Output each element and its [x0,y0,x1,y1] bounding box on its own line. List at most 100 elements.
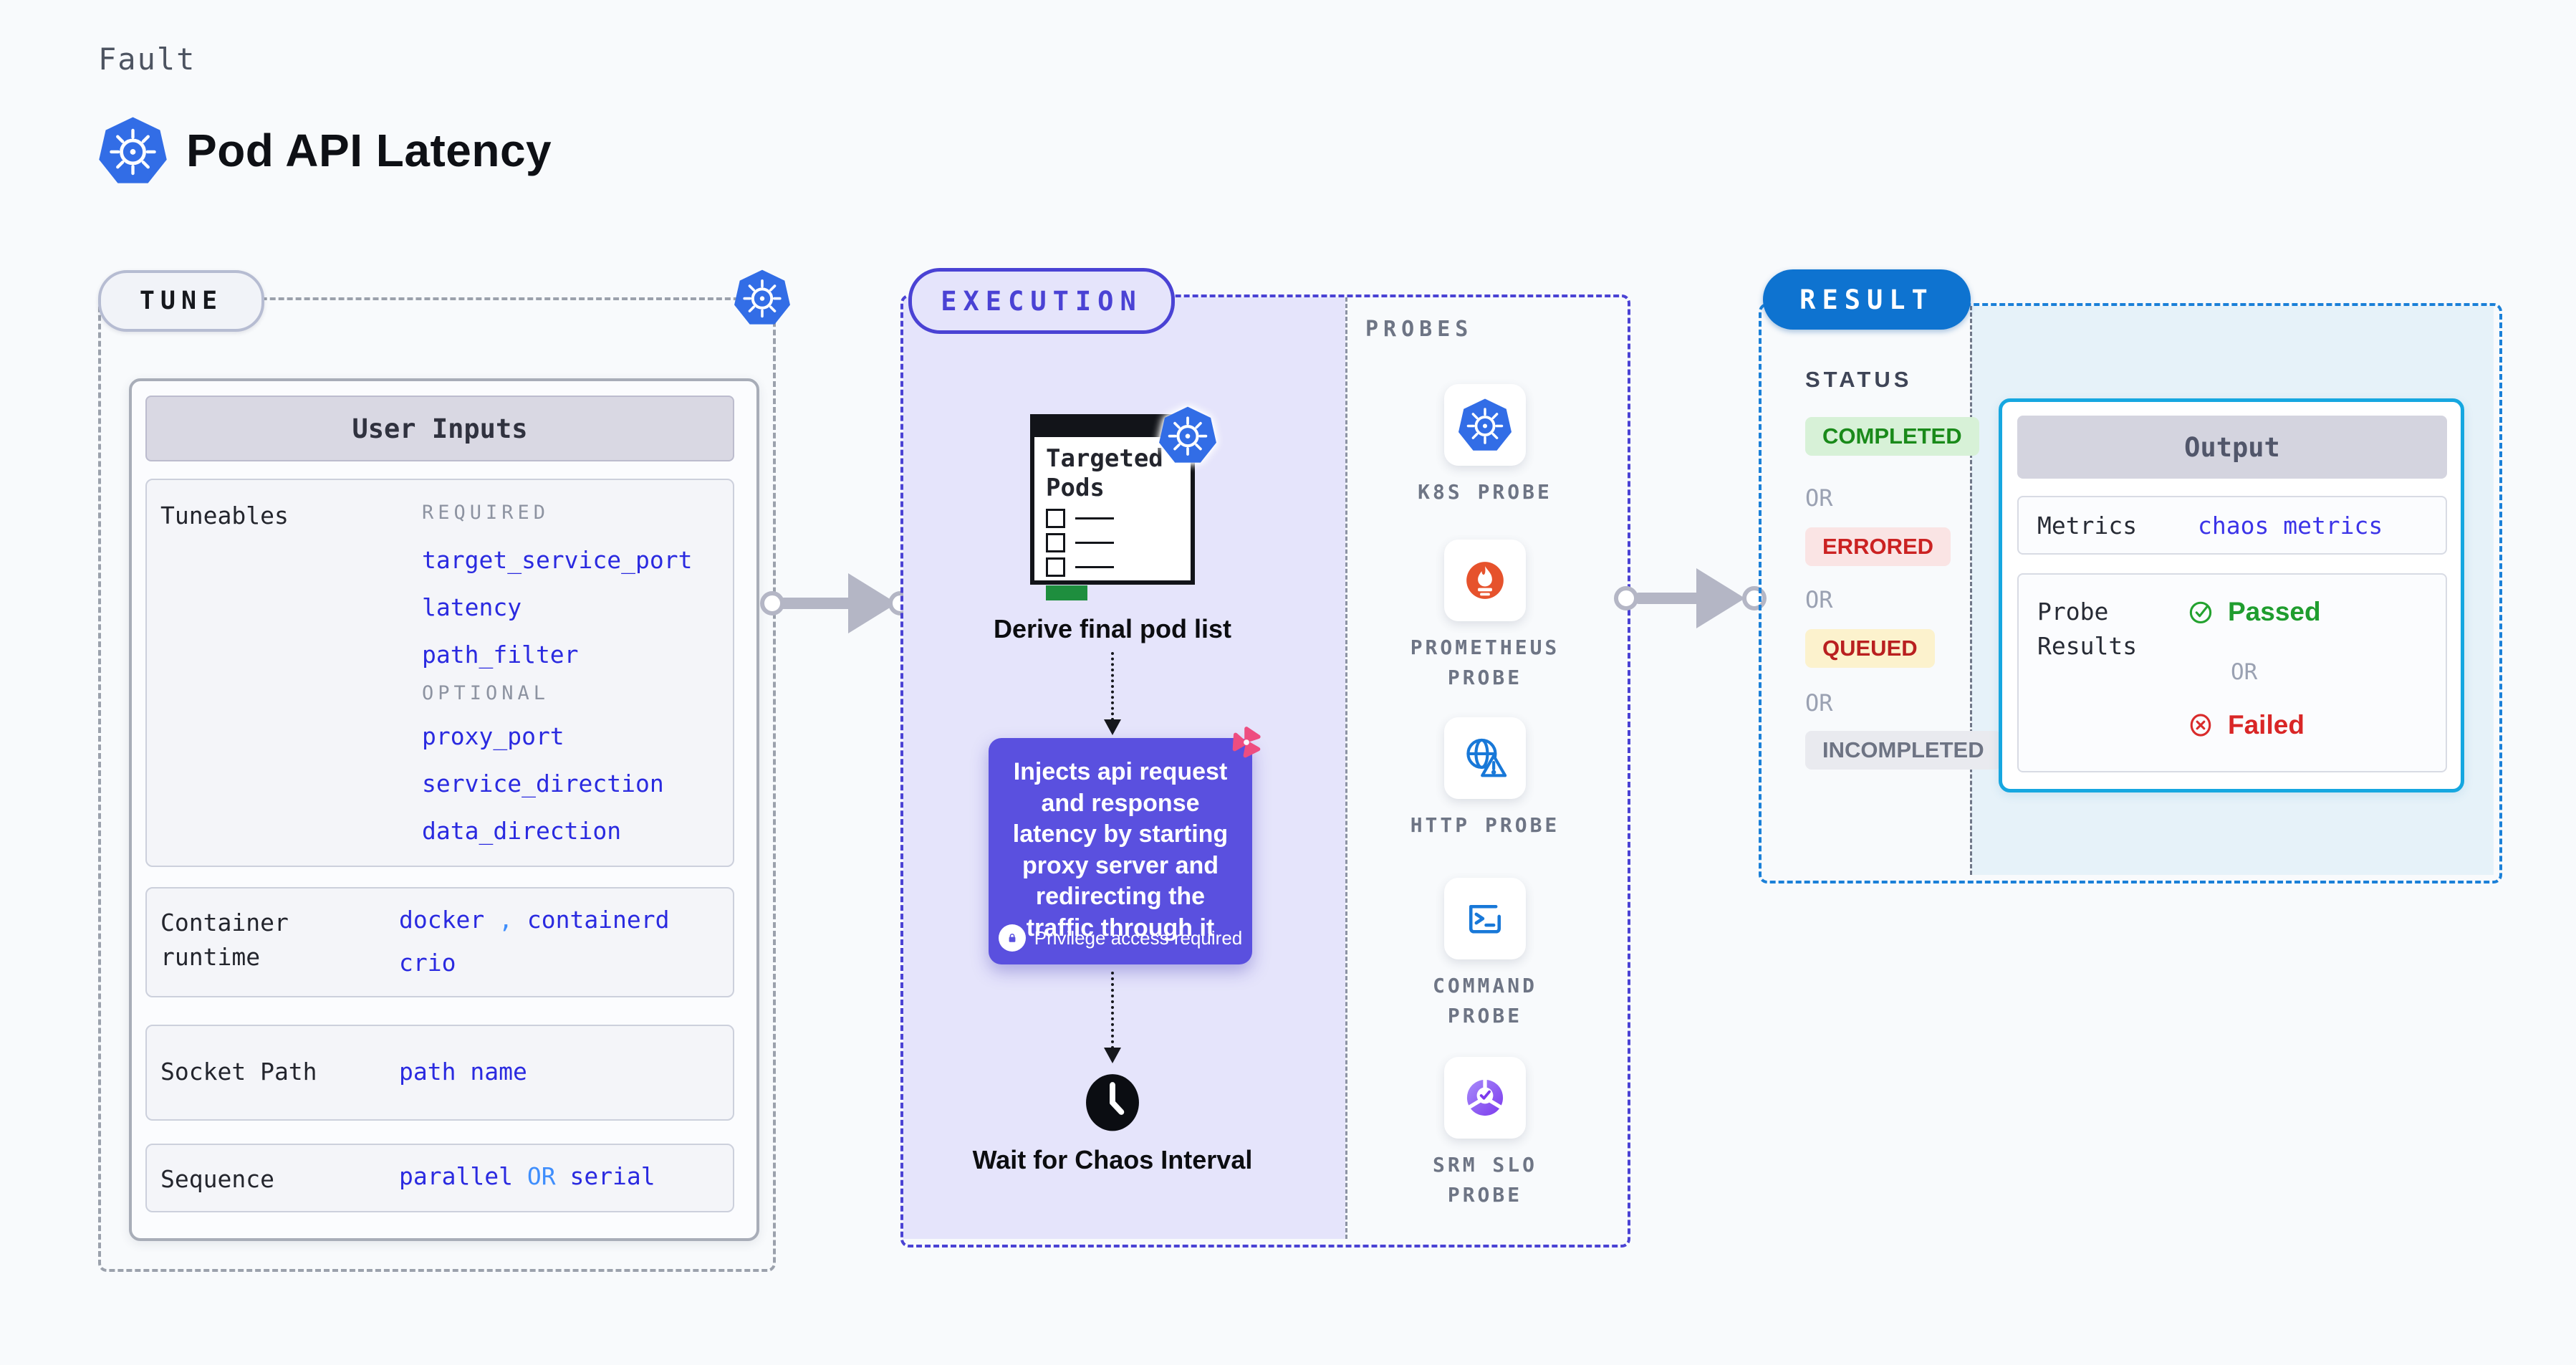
probe-card [1444,1057,1526,1139]
status-badge-queued: QUEUED [1805,629,1935,668]
metrics-row: Metrics chaos metrics [2017,496,2447,555]
execution-probes-divider [1345,297,1347,1239]
probes-title: PROBES [1365,317,1474,342]
litmus-chaos-icon [1226,722,1267,762]
prometheus-icon [1466,562,1504,599]
targeted-pods-title: Targeted Pods [1046,444,1163,502]
dotted-arrow-head [1104,1048,1121,1063]
clock-icon [1081,1068,1144,1135]
kubernetes-icon [1458,398,1512,452]
tuneable-param: data_direction [422,817,622,845]
probe-label: SRM SLO PROBE [1432,1153,1537,1207]
sequence-row: Sequence parallel OR serial [145,1144,734,1212]
tuneable-param: target_service_port [422,546,693,574]
metrics-value: chaos metrics [2198,512,2383,540]
kubernetes-icon [734,268,791,326]
tuneable-param: path_filter [422,641,579,669]
pod-line [1075,517,1114,519]
tune-section-label: TUNE [98,270,264,332]
probe-result-passed: Passed [2185,596,2321,628]
runtime-value: containerd [527,906,670,934]
sequence-or: OR [527,1162,556,1190]
kubernetes-icon [1158,404,1217,466]
runtime-separator: , [499,906,513,934]
status-badge-incompleted: INCOMPLETED [1805,731,2001,770]
result-section-box [1759,303,2502,883]
privilege-note-text: Privilege access required [1034,926,1243,949]
slo-donut-icon [1458,1071,1512,1125]
probe-item-http: HTTP PROBE [1388,717,1582,840]
container-runtime-label: Container runtime [160,909,289,971]
probe-results-label: Probe Results [2037,598,2138,660]
sequence-label: Sequence [160,1165,274,1193]
container-runtime-values: docker , containerd [399,906,670,934]
dotted-arrow-head [1104,719,1121,735]
globe-warning-icon [1458,731,1512,785]
pod-list-item [1046,557,1191,577]
sequence-value: parallel OR serial [399,1162,655,1190]
checkbox-icon [1046,532,1065,552]
sequence-option: parallel [399,1162,513,1190]
inject-latency-box: Injects api request and response latency… [989,738,1252,964]
tuneables-row: Tuneables REQUIRED target_service_port l… [145,479,734,867]
tuneable-param: service_direction [422,770,664,798]
socket-path-label: Socket Path [160,1058,317,1086]
lock-icon [998,924,1026,952]
title-row: Pod API Latency [98,115,552,186]
probe-item-k8s: K8S PROBE [1388,384,1582,507]
fault-eyebrow: Fault [98,42,196,77]
or-separator: OR [1805,484,1833,512]
required-label: REQUIRED [422,502,550,524]
pod-list-item [1046,532,1191,552]
probe-item-prometheus: PROMETHEUS PROBE [1388,540,1582,693]
privilege-note-row: Privilege access required [989,924,1252,952]
failed-label: Failed [2228,710,2305,739]
metrics-label: Metrics [2037,512,2138,540]
optional-label: OPTIONAL [422,682,550,704]
page-title: Pod API Latency [186,125,552,176]
derive-pod-list-caption: Derive final pod list [993,614,1232,643]
inject-latency-text: Injects api request and response latency… [1012,758,1229,942]
dotted-arrow [1111,652,1114,721]
probe-item-srm-slo: SRM SLO PROBE [1388,1057,1582,1210]
probe-results-row: Probe Results Passed OR Failed [2017,573,2447,772]
probe-label: HTTP PROBE [1410,813,1560,837]
probe-result-failed: Failed [2185,709,2305,741]
sequence-option: serial [569,1162,655,1190]
tune-section-box [98,297,776,1272]
x-circle-icon [2190,714,2211,737]
probe-card [1444,384,1526,466]
probe-item-command: COMMAND PROBE [1388,878,1582,1031]
check-circle-icon [2189,601,2212,624]
dotted-arrow [1111,972,1114,1049]
socket-path-value: path name [399,1058,527,1086]
or-separator: OR [1805,586,1833,613]
terminal-icon [1458,891,1512,946]
pod-line [1075,565,1114,568]
progress-bar [1046,585,1087,600]
checkbox-icon [1046,508,1065,528]
probe-card [1444,540,1526,621]
probe-label: K8S PROBE [1418,480,1552,504]
kubernetes-icon [98,115,168,186]
output-header: Output [2017,416,2447,479]
status-badge-completed: COMPLETED [1805,417,1979,456]
status-title: STATUS [1805,367,1913,392]
execution-section-label: EXECUTION [908,268,1175,334]
or-separator: OR [2231,659,2258,685]
or-separator: OR [1805,689,1833,717]
status-badge-errored: ERRORED [1805,527,1951,566]
wait-for-chaos-caption: Wait for Chaos Interval [972,1145,1253,1174]
container-runtime-row: Container runtime docker , containerd cr… [145,887,734,997]
result-divider [1970,306,1972,875]
runtime-value: docker [399,906,485,934]
probe-card [1444,717,1526,799]
user-inputs-header: User Inputs [145,396,734,461]
probe-label: COMMAND PROBE [1432,974,1537,1028]
pod-list-item [1046,508,1191,528]
execution-section-box [900,294,1630,1247]
tuneables-label: Tuneables [160,502,289,530]
tuneable-param: latency [422,593,522,621]
probe-card [1444,878,1526,959]
